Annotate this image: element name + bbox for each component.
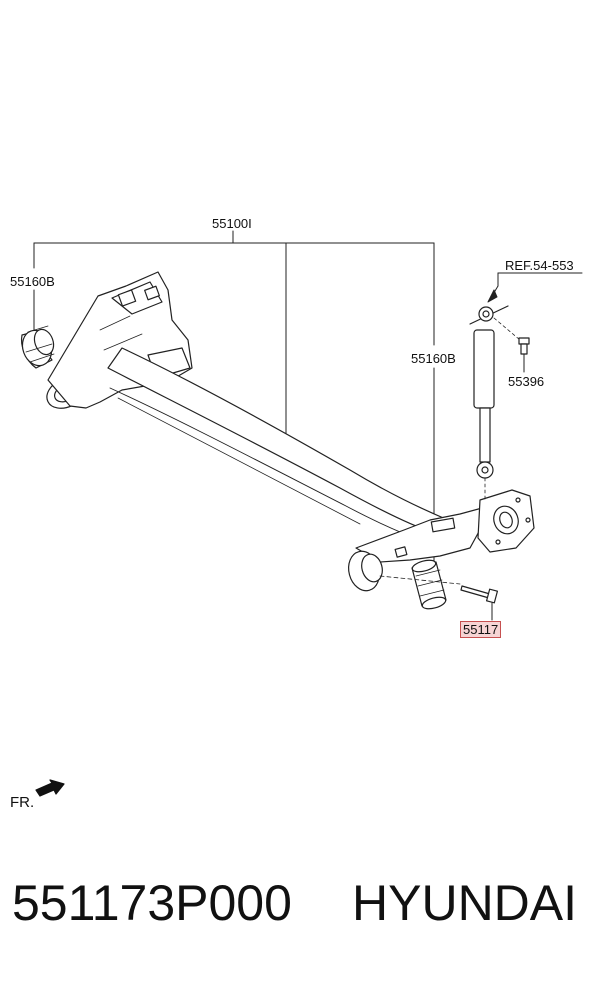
- bolt-55117-part: [460, 585, 499, 604]
- front-arrow-icon: [35, 779, 65, 797]
- label-bolt-bottom-highlighted[interactable]: 55117: [460, 621, 502, 638]
- bolt-55396-part: [518, 337, 530, 355]
- part-number: 551173P000: [12, 875, 292, 931]
- right-bushing-part: [379, 559, 461, 610]
- brand-name: HYUNDAI: [352, 875, 578, 931]
- label-assembly[interactable]: 55100I: [212, 216, 252, 231]
- left-bushing-part: [20, 325, 55, 369]
- front-indicator-label: FR.: [10, 794, 35, 811]
- axle-beam-part: [46, 271, 535, 592]
- label-bolt-top[interactable]: 55396: [508, 374, 545, 389]
- ref-leader: [487, 272, 583, 303]
- label-bushing-left[interactable]: 55160B: [10, 274, 55, 289]
- shock-absorber-part: [469, 305, 521, 501]
- label-shock-ref[interactable]: REF.54-553: [505, 258, 574, 273]
- label-bushing-right[interactable]: 55160B: [411, 351, 456, 366]
